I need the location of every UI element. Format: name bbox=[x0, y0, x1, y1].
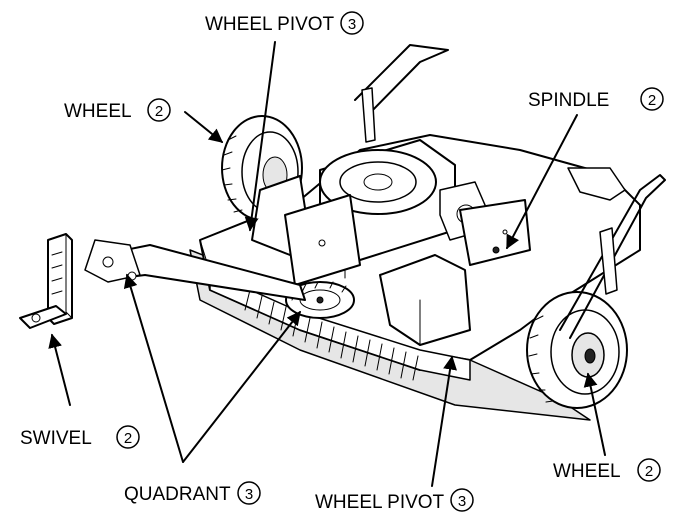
label-quadrant: QUADRANT 3 bbox=[124, 481, 261, 505]
leader-wheel-pivot-bottom bbox=[431, 355, 457, 487]
leader-swivel bbox=[48, 333, 71, 406]
swivel-drawing bbox=[19, 233, 73, 329]
label-swivel: SWIVEL 2 bbox=[20, 425, 140, 449]
leader-wheel-right bbox=[583, 372, 606, 456]
label-text: QUADRANT bbox=[124, 484, 231, 505]
label-number: 2 bbox=[645, 463, 653, 480]
right-wheel-drawing bbox=[526, 291, 628, 409]
label-number: 2 bbox=[155, 103, 163, 120]
leader-quadrant-1 bbox=[123, 273, 184, 463]
label-text: WHEEL bbox=[553, 461, 621, 482]
leader-wheel-pivot-top bbox=[244, 41, 276, 232]
mower-illustration bbox=[19, 44, 666, 421]
leader-lines bbox=[48, 41, 606, 487]
deck-fringe bbox=[244, 289, 419, 381]
label-text: WHEEL PIVOT bbox=[315, 492, 445, 513]
label-text: SPINDLE bbox=[528, 90, 609, 111]
label-number: 3 bbox=[348, 16, 356, 33]
label-text: SWIVEL bbox=[20, 428, 92, 449]
label-wheel-pivot-top: WHEEL PIVOT 3 bbox=[205, 11, 364, 35]
label-text: WHEEL bbox=[64, 101, 132, 122]
leader-quadrant-2 bbox=[182, 310, 301, 463]
label-wheel-right: WHEEL 2 bbox=[553, 458, 661, 482]
leader-wheel-left bbox=[184, 111, 224, 143]
label-number: 3 bbox=[458, 493, 466, 510]
label-number: 2 bbox=[648, 92, 656, 109]
label-number: 2 bbox=[124, 430, 132, 447]
label-spindle: SPINDLE 2 bbox=[528, 87, 664, 111]
leader-spindle bbox=[506, 114, 578, 250]
label-text: WHEEL PIVOT bbox=[205, 14, 335, 35]
label-number: 3 bbox=[245, 486, 253, 503]
label-wheel-pivot-bottom: WHEEL PIVOT 3 bbox=[315, 488, 474, 513]
label-wheel-left: WHEEL 2 bbox=[64, 98, 171, 122]
